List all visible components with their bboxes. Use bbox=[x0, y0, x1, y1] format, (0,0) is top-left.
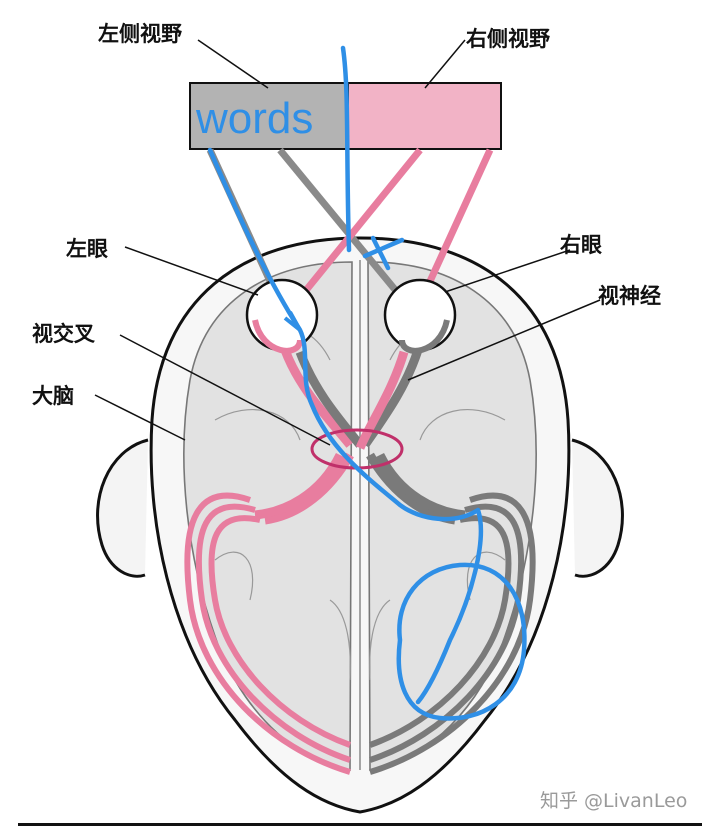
label-right-eye: 右眼 bbox=[560, 233, 602, 257]
left-retina-nasal bbox=[252, 319, 303, 354]
optic-radiations-left bbox=[184, 492, 352, 775]
left-ear bbox=[96, 438, 149, 578]
left-eye bbox=[245, 278, 319, 352]
blue-pathway-trace bbox=[207, 147, 484, 705]
label-left-eye: 左眼 bbox=[66, 237, 108, 261]
blue-x-mark-1 bbox=[370, 235, 391, 271]
label-right-visual-field: 右侧视野 bbox=[466, 27, 550, 51]
leader-lines bbox=[94, 39, 601, 446]
blue-annotations bbox=[207, 45, 527, 721]
blue-vertical-line bbox=[340, 45, 352, 253]
label-left-visual-field: 左侧视野 bbox=[98, 22, 182, 46]
bottom-rule bbox=[18, 823, 702, 826]
label-cerebrum: 大脑 bbox=[32, 384, 74, 408]
right-retina-nasal bbox=[399, 319, 450, 354]
blue-circle-loop bbox=[396, 562, 527, 721]
optic-radiations-right bbox=[368, 492, 536, 775]
right-visual-field bbox=[347, 82, 502, 150]
right-eye bbox=[383, 278, 457, 352]
blue-arrowhead bbox=[283, 311, 302, 332]
label-optic-nerve: 视神经 bbox=[598, 284, 661, 308]
left-visual-field bbox=[189, 82, 349, 150]
watermark: 知乎 @LivanLeo bbox=[540, 790, 688, 812]
handwritten-words-annotation: words bbox=[196, 94, 314, 143]
right-ear bbox=[571, 438, 624, 578]
blue-x-mark-2 bbox=[362, 237, 405, 259]
label-optic-chiasm: 视交叉 bbox=[32, 322, 95, 346]
